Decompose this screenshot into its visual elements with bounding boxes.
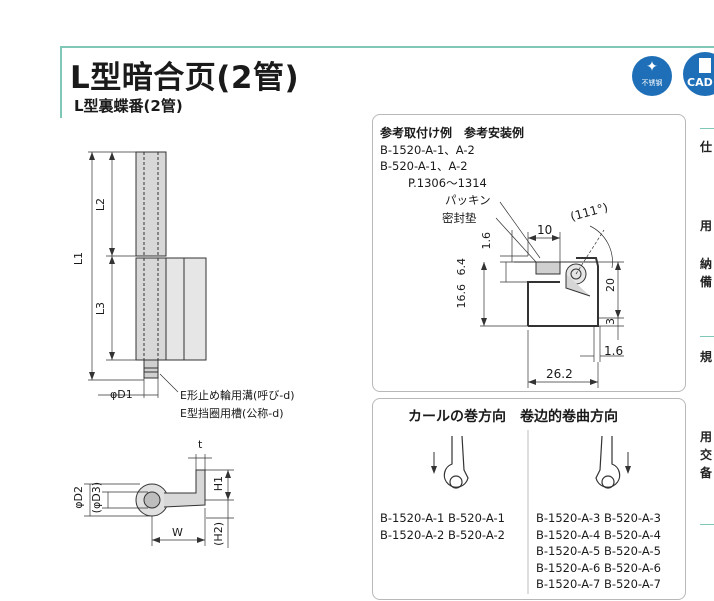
header-rule bbox=[60, 46, 714, 48]
side-label: 備 bbox=[700, 275, 713, 289]
dim-t: t bbox=[198, 438, 203, 451]
dim-w: W bbox=[172, 526, 183, 539]
reference-pages: P.1306～1314 bbox=[408, 176, 487, 190]
side-divider bbox=[700, 524, 714, 525]
curl-left-models: B-1520-A-1 B-520-A-1 B-1520-A-2 B-520-A-… bbox=[380, 510, 505, 543]
ref-dim-10: 10 bbox=[537, 223, 553, 237]
ref-dim-1-6b: 1.6 bbox=[604, 344, 624, 358]
reference-heading: 参考取付け例 参考安装例 bbox=[380, 126, 525, 140]
list-item: B-1520-A-7 B-520-A-7 bbox=[536, 577, 661, 592]
dim-d1: φD1 bbox=[110, 388, 133, 401]
ref-dim-26-2: 26.2 bbox=[546, 367, 573, 381]
list-item: B-1520-A-5 B-520-A-5 bbox=[536, 544, 661, 559]
side-label: 規 bbox=[700, 350, 713, 364]
list-item: B-1520-A-3 B-520-A-3 bbox=[536, 511, 661, 525]
list-item: B-1520-A-6 B-520-A-6 bbox=[536, 560, 661, 575]
cad-label: CAD bbox=[687, 76, 713, 89]
curl-direction-panel bbox=[372, 398, 686, 600]
packing-label-jp: パッキン bbox=[445, 193, 491, 207]
side-label: 仕 bbox=[700, 140, 713, 154]
side-label: 納 bbox=[700, 257, 713, 271]
groove-label-cn: E型挡圈用槽(公称-d) bbox=[180, 407, 284, 420]
list-item: B-1520-A-2 B-520-A-2 bbox=[380, 527, 505, 542]
side-label: 用 bbox=[700, 430, 713, 444]
badge-label: 不锈钢 bbox=[641, 79, 663, 87]
cad-download-button[interactable]: CAD bbox=[683, 52, 714, 96]
side-label: 交 bbox=[700, 448, 713, 462]
list-item: B-1520-A-4 B-520-A-4 bbox=[536, 527, 661, 542]
side-label: 用 bbox=[700, 219, 713, 233]
groove-label-jp: E形止め輪用溝(呼び-d) bbox=[180, 389, 295, 402]
reference-models-1: B-1520-A-1、A-2 bbox=[380, 143, 475, 157]
curl-heading: カールの巻方向 卷边的卷曲方向 bbox=[408, 409, 618, 425]
side-divider bbox=[700, 336, 714, 337]
page-subtitle: L型裏蝶番(2管) bbox=[74, 97, 183, 115]
packing-label-cn: 密封垫 bbox=[442, 211, 477, 225]
document-icon bbox=[699, 58, 711, 73]
list-item: B-1520-A-1 B-520-A-1 bbox=[380, 511, 505, 525]
reference-models-2: B-520-A-1、A-2 bbox=[380, 159, 468, 173]
stainless-steel-badge: ✦ 不锈钢 bbox=[632, 56, 672, 96]
reference-installation-panel bbox=[372, 114, 686, 392]
side-label: 备 bbox=[700, 466, 713, 480]
header-accent-bar bbox=[60, 46, 62, 118]
sparkle-icon: ✦ bbox=[646, 59, 658, 75]
page-title: L型暗合页(2管) bbox=[70, 60, 300, 96]
side-divider bbox=[700, 128, 714, 129]
curl-right-models: B-1520-A-3 B-520-A-3 B-1520-A-4 B-520-A-… bbox=[536, 510, 661, 593]
